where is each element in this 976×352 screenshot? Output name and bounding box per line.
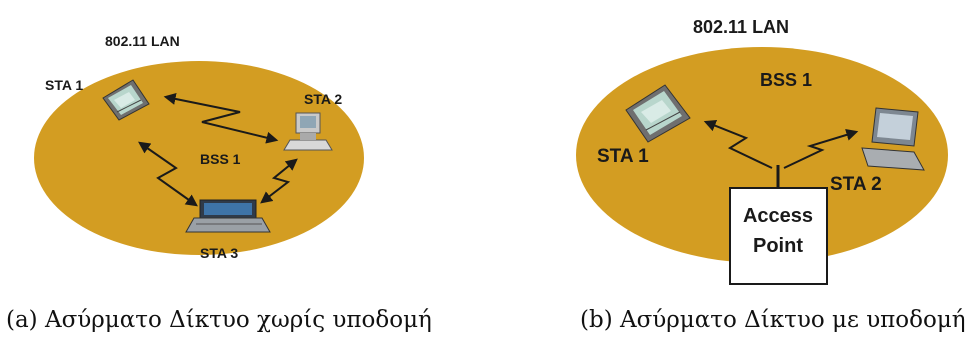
pda-icon (625, 84, 691, 143)
pda-icon (102, 79, 150, 121)
access-point-label-line2: Point (753, 235, 803, 257)
link-sta1-ap (703, 119, 773, 169)
link-sta2-sta3 (260, 158, 298, 204)
caption-a: (a) Ασύρματο Δίκτυο χωρίς υποδομή (6, 307, 432, 333)
link-ap-sta2 (783, 129, 859, 169)
access-point-box: Access Point (729, 187, 828, 285)
sta2-label-a: STA 2 (304, 91, 342, 107)
desktop-computer-icon (283, 112, 333, 151)
sta3-label-a: STA 3 (200, 245, 238, 261)
bss-label-b: BSS 1 (760, 70, 812, 90)
laptop-icon (185, 199, 271, 233)
sta2-label-b: STA 2 (830, 174, 882, 195)
caption-b: (b) Ασύρματο Δίκτυο με υποδομή (580, 307, 966, 333)
sta1-label-a: STA 1 (45, 77, 83, 93)
lan-label-a: 802.11 LAN (105, 33, 180, 49)
access-point-label-line1: Access (743, 205, 813, 227)
laptop-icon (861, 107, 925, 171)
figure-b: 802.11 LAN BSS 1 STA 1 STA 2 Access Poin… (576, 17, 948, 285)
bss-label-a: BSS 1 (200, 151, 241, 167)
lan-label-b: 802.11 LAN (693, 17, 789, 37)
link-sta1-sta3 (138, 141, 198, 207)
sta1-label-b: STA 1 (597, 146, 649, 167)
figure-a: 802.11 LAN STA 1 STA 2 STA 3 BSS 1 (34, 33, 364, 261)
link-sta1-sta2 (163, 93, 279, 144)
